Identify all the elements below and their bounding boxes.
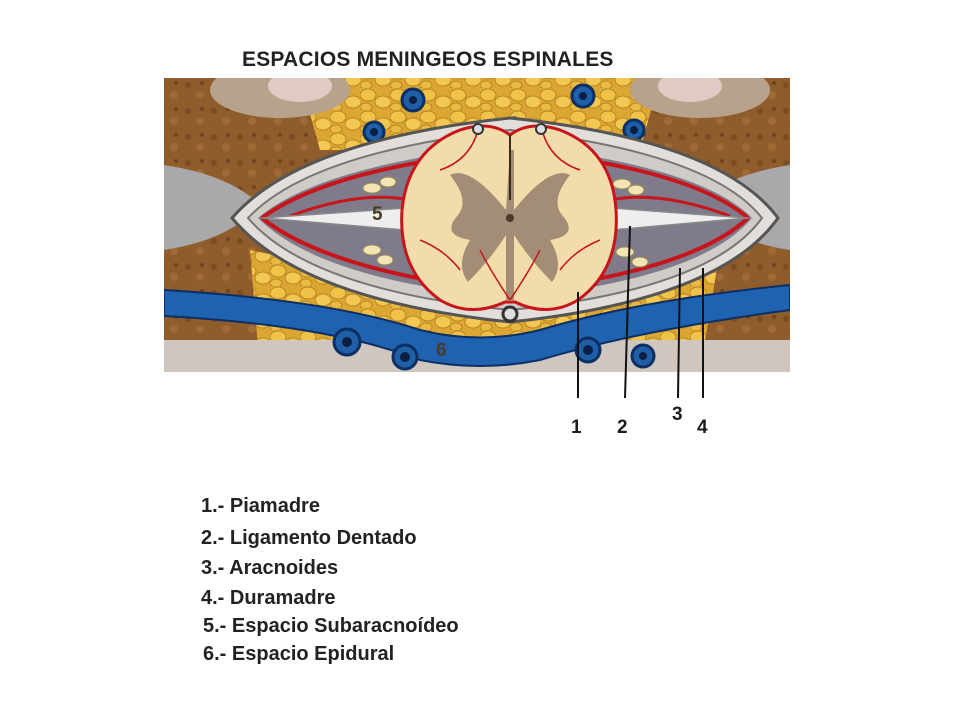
joint-surface-left <box>268 78 332 102</box>
joint-surface-right <box>658 78 722 102</box>
legend-item-piamadre: 1.- Piamadre <box>201 495 320 517</box>
label-6: 6 <box>436 340 447 361</box>
label-2: 2 <box>617 417 628 438</box>
legend-item-ligamento-dentado: 2.- Ligamento Dentado <box>201 527 417 549</box>
label-4: 4 <box>697 417 708 438</box>
anterior-spinal-artery <box>501 305 519 323</box>
leader-line-3 <box>677 267 681 399</box>
gray-matter <box>450 150 570 300</box>
label-5: 5 <box>372 204 383 225</box>
legend-item-espacio-subaracnoideo: 5.- Espacio Subaracnoídeo <box>203 615 459 637</box>
label-3: 3 <box>672 404 683 425</box>
posterior-spinal-artery-right <box>535 123 547 135</box>
legend-item-espacio-epidural: 6.- Espacio Epidural <box>203 643 395 665</box>
diagram-title: ESPACIOS MENINGEOS ESPINALES <box>242 48 614 71</box>
legend-item-aracnoides: 3.- Aracnoides <box>201 557 339 579</box>
anatomy-cross-section <box>164 78 790 372</box>
central-canal <box>506 214 514 222</box>
leader-line-2 <box>624 225 631 399</box>
legend-item-duramadre: 4.- Duramadre <box>201 587 336 609</box>
label-1: 1 <box>571 417 582 438</box>
spinal-nerve-left <box>164 165 260 250</box>
posterior-spinal-artery-left <box>472 123 484 135</box>
spinal-meninges-illustration: 5 6 1 2 3 4 <box>164 78 790 438</box>
pial-vessels <box>419 129 601 301</box>
label-leader-lines <box>577 225 704 399</box>
